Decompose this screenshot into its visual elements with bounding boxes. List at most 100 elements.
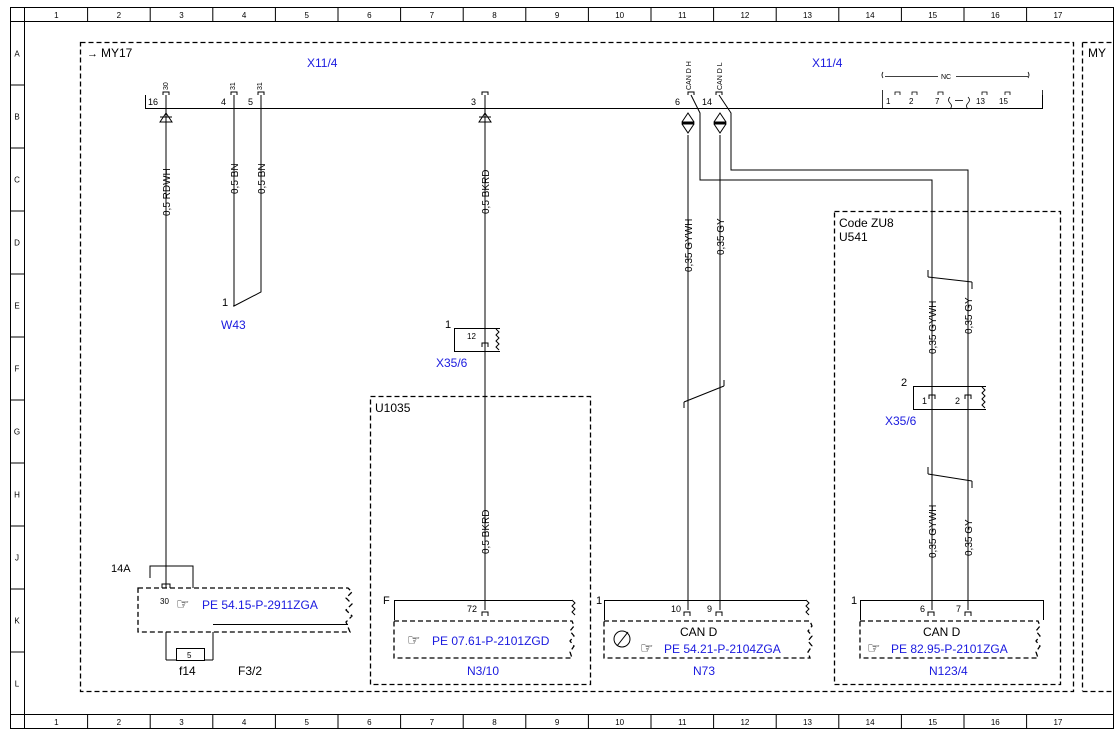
wire-label-gy-zu8-bottom: 0,35 GY xyxy=(964,519,975,556)
grid-column-label: 11 xyxy=(678,11,687,20)
n123-4-bus-label: CAN D xyxy=(923,625,961,639)
f3-2-fusebox xyxy=(137,565,353,661)
grid-row-label: J xyxy=(15,554,19,563)
grid-column-label: 3 xyxy=(179,718,184,727)
grid-row-label: L xyxy=(15,680,20,689)
u541-label: U541 xyxy=(839,230,868,244)
grid-column-label: 9 xyxy=(555,718,560,727)
u1035-frame xyxy=(369,395,592,686)
grid-column-label: 12 xyxy=(740,718,749,727)
grid-column-label: 3 xyxy=(179,11,184,20)
grid-column-label: 2 xyxy=(117,11,122,20)
sensor-symbol-icon xyxy=(613,630,631,648)
nc-pin-1: 1 xyxy=(886,97,891,106)
w43-pin: 1 xyxy=(222,297,228,309)
connector-x11-4-left[interactable]: X11/4 xyxy=(307,56,338,70)
wire-bn-pin5 xyxy=(233,95,262,307)
pointing-hand-icon: ☞ xyxy=(640,640,653,657)
connector-arrow-markers xyxy=(159,112,727,134)
code-zu8-frame xyxy=(833,210,1062,686)
grid-column-label: 10 xyxy=(615,718,624,727)
nc-pin-15: 15 xyxy=(999,97,1008,106)
w43-label[interactable]: W43 xyxy=(221,318,246,332)
grid-row-label: D xyxy=(14,239,20,248)
grid-row-label: B xyxy=(14,113,19,122)
wire-bn-pin4 xyxy=(233,95,235,307)
nc-block xyxy=(881,71,1043,110)
pin-6-signal: CAN D H xyxy=(686,61,693,90)
pin-16-label: 16 xyxy=(148,97,158,107)
grid-row-label: A xyxy=(14,50,20,59)
n123-4-pin-b: 7 xyxy=(956,604,961,614)
grid-row-label: E xyxy=(14,302,19,311)
pin-14-signal: CAN D L xyxy=(717,62,724,90)
pin-sockets xyxy=(162,91,723,95)
pin-5-signal: 31 xyxy=(257,82,264,90)
x35-6-left-pin-inner: 12 xyxy=(467,332,476,341)
x35-6-left-connector xyxy=(454,328,500,352)
grid-column-label: 1 xyxy=(54,11,59,20)
nc-label: NC xyxy=(941,74,951,81)
grid-column-label: 6 xyxy=(367,718,372,727)
grid-column-label: 6 xyxy=(367,11,372,20)
pin-4-label: 4 xyxy=(221,97,226,107)
grid-column-label: 15 xyxy=(928,718,937,727)
n3-10-label[interactable]: N3/10 xyxy=(467,664,499,678)
wire-label-gywh-zu8-bottom: 0,35 GYWH xyxy=(928,505,939,558)
wire-label-bkrd-top: 0,5 BKRD xyxy=(481,170,492,214)
n73-reference-link[interactable]: PE 54.21-P-2104ZGA xyxy=(664,642,781,656)
grid-column-label: 9 xyxy=(555,11,560,20)
pointing-hand-icon: ☞ xyxy=(176,596,189,613)
n73-label[interactable]: N73 xyxy=(693,664,715,678)
grid-column-label: 17 xyxy=(1053,11,1062,20)
grid-row-label: H xyxy=(14,491,20,500)
wire-label-gywh-zu8-top: 0,35 GYWH xyxy=(928,301,939,354)
wire-gy-to-n123 xyxy=(718,94,969,610)
n3-10-reference-link[interactable]: PE 07.61-P-2101ZGD xyxy=(432,634,550,648)
n123-4-module xyxy=(859,600,1044,659)
grid-column-label: 5 xyxy=(304,718,309,727)
nc-pin-13: 13 xyxy=(976,97,985,106)
grid-column-label: 1 xyxy=(54,718,59,727)
pin-16-signal: 30 xyxy=(163,82,170,90)
n123-4-label[interactable]: N123/4 xyxy=(929,664,968,678)
n3-10-pin-outer: F xyxy=(383,595,390,607)
pin-6-label: 6 xyxy=(675,97,680,107)
grid-row-label: G xyxy=(14,428,20,437)
grid-column-label: 12 xyxy=(740,11,749,20)
grid-column-label: 13 xyxy=(803,11,812,20)
n73-module xyxy=(603,599,813,659)
n123-4-pin-a: 6 xyxy=(920,604,925,614)
f3-2-pin: 30 xyxy=(160,597,169,606)
wire-label-gy-zu8-top: 0,35 GY xyxy=(964,297,975,334)
wire-label-bkrd-bottom: 0,5 BKRD xyxy=(481,510,492,554)
grid-row-label: F xyxy=(15,365,20,374)
wires xyxy=(165,94,973,610)
grid-column-label: 8 xyxy=(492,11,497,20)
wire-label-gywh-top: 0,35 GYWH xyxy=(684,219,695,272)
pointing-hand-icon: ☞ xyxy=(407,632,420,649)
x35-6-right-label[interactable]: X35/6 xyxy=(885,414,917,428)
grid-column-label: 11 xyxy=(678,718,687,727)
n73-pin-outer: 1 xyxy=(596,595,602,607)
model-label-right: MY xyxy=(1088,46,1106,60)
nc-pin-7: 7 xyxy=(935,97,940,106)
grid-column-label: 16 xyxy=(991,718,1000,727)
f3-2-pin-label: 14A xyxy=(111,563,131,575)
grid-column-label: 14 xyxy=(866,718,875,727)
x35-6-left-label[interactable]: X35/6 xyxy=(436,356,468,370)
n123-4-reference-link[interactable]: PE 82.95-P-2101ZGA xyxy=(891,642,1008,656)
wire-label-gy-top: 0,35 GY xyxy=(716,218,727,255)
n73-bus-label: CAN D xyxy=(680,625,718,639)
model-label: MY17 xyxy=(101,46,133,60)
grid-column-label: 7 xyxy=(430,11,435,20)
grid-column-label: 10 xyxy=(615,11,624,20)
fuse-name: f14 xyxy=(179,664,196,678)
grid-column-label: 16 xyxy=(991,11,1000,20)
connector-x11-4-right[interactable]: X11/4 xyxy=(812,56,843,70)
grid-column-label: 15 xyxy=(928,11,937,20)
f3-2-reference-link[interactable]: PE 54.15-P-2911ZGA xyxy=(202,598,318,612)
